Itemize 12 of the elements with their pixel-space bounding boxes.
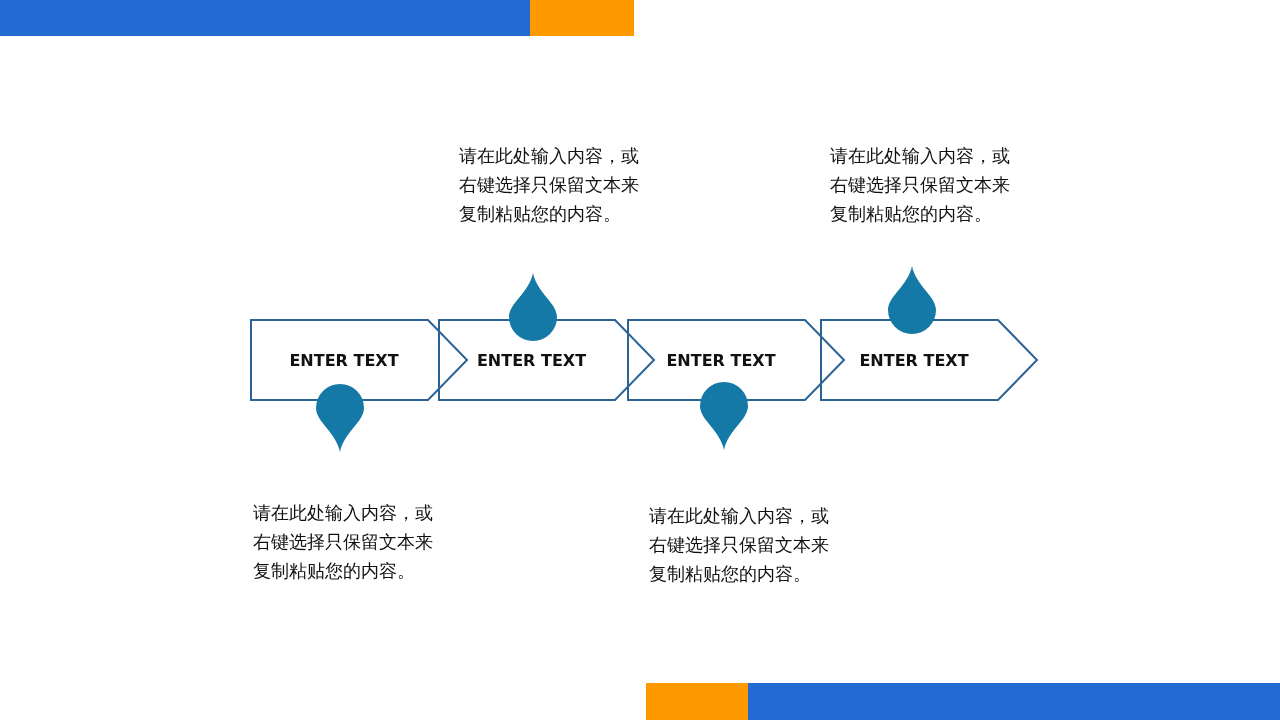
step-label: ENTER TEXT [858,350,970,372]
step-label: ENTER TEXT [288,350,400,372]
description-text: 请在此处输入内容，或右键选择只保留文本来复制粘贴您的内容。 [459,144,640,226]
description-text: 请在此处输入内容，或右键选择只保留文本来复制粘贴您的内容。 [649,504,830,586]
step-label: ENTER TEXT [665,350,777,372]
description-text: 请在此处输入内容，或右键选择只保留文本来复制粘贴您的内容。 [830,144,1011,226]
description-text: 请在此处输入内容，或右键选择只保留文本来复制粘贴您的内容。 [253,501,434,583]
chevron-step [820,319,1038,403]
step-label: ENTER TEXT [475,350,588,372]
chevron-step [250,319,468,403]
chevron-step [438,319,655,403]
chevron-step [627,319,845,403]
